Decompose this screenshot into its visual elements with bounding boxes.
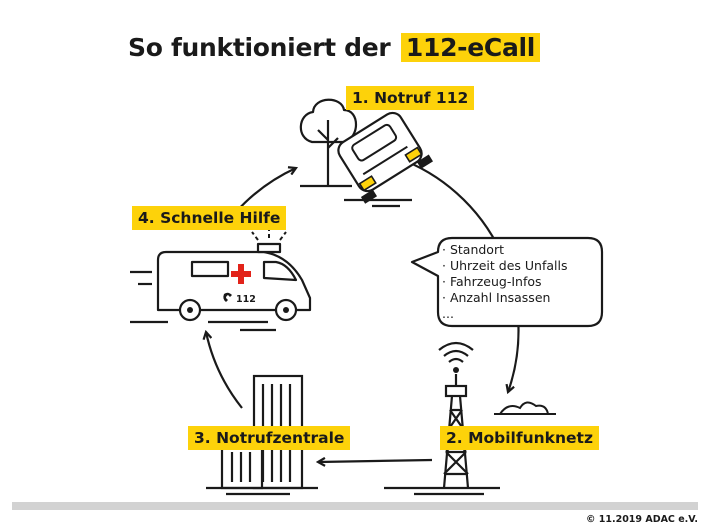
speech-bubble <box>410 236 604 328</box>
cloud-icon <box>494 401 556 415</box>
bubble-item: · Standort <box>442 242 504 257</box>
crashed-car-icon <box>337 111 433 204</box>
speed-lines <box>130 270 276 332</box>
radio-tower-icon <box>384 341 500 496</box>
step-label-2: 2. Mobilfunknetz <box>440 426 599 450</box>
bubble-text: · Standort · Uhrzeit des Unfalls · Fahrz… <box>442 242 596 322</box>
footer-bar <box>12 502 698 510</box>
step-label-3: 3. Notrufzentrale <box>188 426 351 450</box>
step-label-1: 1. Notruf 112 <box>346 86 475 110</box>
ambulance-phone-number: 112 <box>236 294 256 305</box>
diagram-title: So funktioniert der 112-eCall <box>128 30 541 66</box>
arrow-center-to-ambulance <box>206 332 243 409</box>
copyright-notice: © 11.2019 ADAC e.V. <box>585 514 698 525</box>
tree-icon <box>299 98 358 188</box>
phone-icon <box>223 292 232 302</box>
ambulance-cross-icon <box>231 264 251 284</box>
arrow-tower-to-center <box>318 460 433 462</box>
bubble-item: · Anzahl Insassen <box>442 290 551 305</box>
crash-ground-lines <box>344 198 412 208</box>
ambulance-icon <box>156 242 312 322</box>
title-prefix: So funktioniert der <box>128 33 391 62</box>
bubble-item: ... <box>442 306 454 321</box>
bubble-item: · Fahrzeug-Infos <box>442 274 542 289</box>
title-highlight: 112-eCall <box>400 33 541 62</box>
step-label-4: 4. Schnelle Hilfe <box>132 206 287 230</box>
bubble-item: · Uhrzeit des Unfalls <box>442 258 568 273</box>
